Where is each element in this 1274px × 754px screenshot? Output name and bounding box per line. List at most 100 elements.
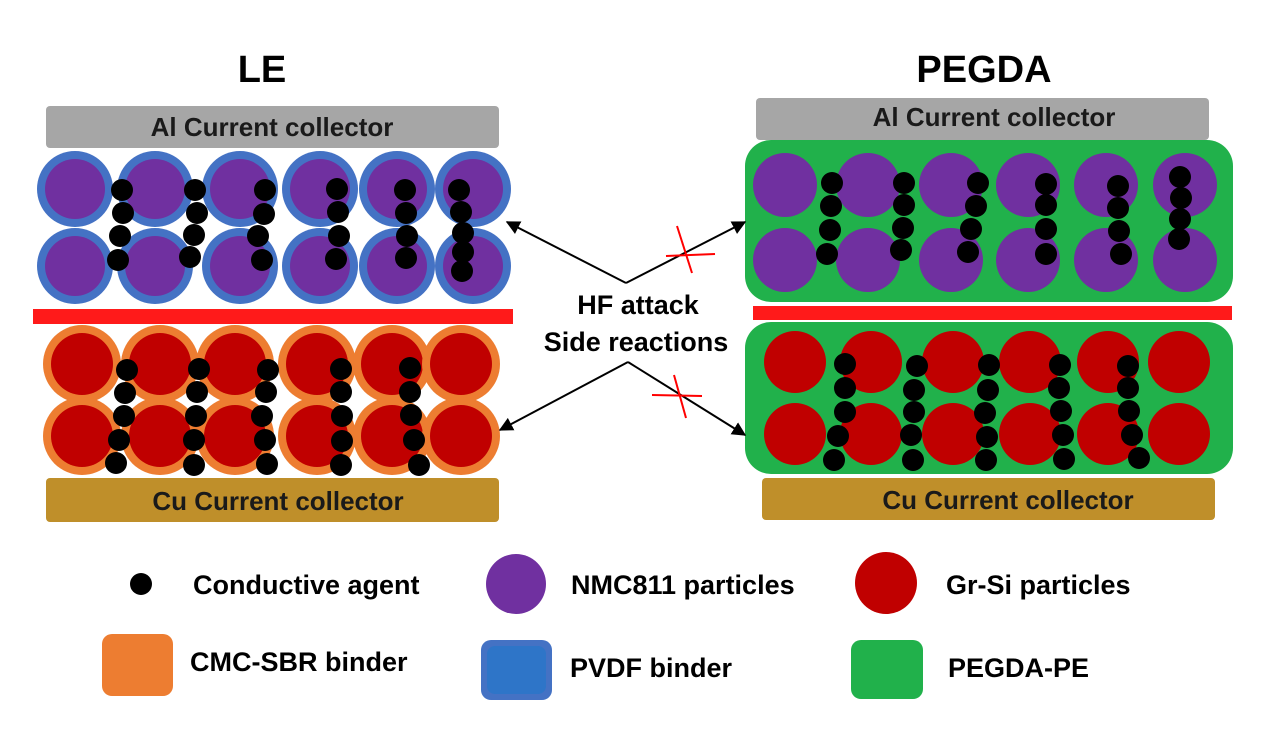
conductive-agent-dot	[975, 449, 997, 471]
legend-pvdf-icon-inner	[487, 646, 546, 694]
grsi-particle	[764, 331, 826, 393]
conductive-agent-dot	[892, 217, 914, 239]
conductive-agent-dot	[957, 241, 979, 263]
right-panel-title: PEGDA	[916, 49, 1051, 91]
conductive-agent-dot	[978, 354, 1000, 376]
conductive-agent-dot	[1035, 194, 1057, 216]
nmc811-particle	[443, 236, 503, 296]
arrow-to-left-cathode	[505, 221, 627, 284]
conductive-agent-dot	[328, 225, 350, 247]
conductive-agent-dot	[974, 402, 996, 424]
conductive-agent-dot	[394, 179, 416, 201]
grsi-particle	[840, 403, 902, 465]
grsi-particle	[51, 405, 113, 467]
nmc811-particle	[125, 236, 185, 296]
conductive-agent-dot	[893, 172, 915, 194]
legend-nmc811-icon	[486, 554, 546, 614]
conductive-agent-dot	[183, 224, 205, 246]
nmc811-particle	[367, 236, 427, 296]
conductive-agent-dot	[967, 172, 989, 194]
right-cu-collector	[762, 478, 1215, 520]
right-panel: PEGDA Al Current collector Cu Current co…	[745, 49, 1233, 520]
left-cathode-layer	[37, 151, 511, 304]
conductive-agent-dot	[403, 429, 425, 451]
arrow-to-left-anode	[498, 361, 629, 431]
conductive-agent-dot	[183, 429, 205, 451]
left-al-collector-label: Al Current collector	[151, 112, 394, 142]
grsi-particle	[286, 333, 348, 395]
conductive-agent-dot	[257, 359, 279, 381]
conductive-agent-dot	[1053, 448, 1075, 470]
grsi-particle	[1148, 403, 1210, 465]
conductive-agent-dot	[1117, 377, 1139, 399]
grsi-particle	[764, 403, 826, 465]
hf-attack-label: HF attack	[577, 290, 700, 320]
conductive-agent-dot	[1169, 208, 1191, 230]
left-panel: LE Al Current collector Cu Current colle…	[33, 49, 513, 522]
grsi-particle	[129, 405, 191, 467]
legend-conductive-agent-icon	[130, 573, 152, 595]
conductive-agent-dot	[331, 405, 353, 427]
right-separator	[753, 306, 1232, 320]
conductive-agent-dot	[113, 405, 135, 427]
conductive-agent-dot	[452, 241, 474, 263]
nmc811-particle	[836, 228, 900, 292]
conductive-agent-dot	[1048, 377, 1070, 399]
conductive-agent-dot	[408, 454, 430, 476]
left-cu-collector-label: Cu Current collector	[152, 486, 403, 516]
conductive-agent-dot	[1035, 173, 1057, 195]
legend-pvdf-label: PVDF binder	[570, 653, 733, 683]
grsi-particle	[1148, 331, 1210, 393]
conductive-agent-dot	[185, 405, 207, 427]
right-anode-layer	[764, 331, 1210, 471]
legend-nmc811-label: NMC811 particles	[571, 570, 795, 600]
conductive-agent-dot	[395, 247, 417, 269]
conductive-agent-dot	[109, 225, 131, 247]
conductive-agent-dot	[179, 246, 201, 268]
conductive-agent-dot	[183, 454, 205, 476]
nmc811-particle	[45, 159, 105, 219]
nmc811-particle	[836, 153, 900, 217]
arrow-to-right-anode	[627, 361, 747, 436]
conductive-agent-dot	[1049, 354, 1071, 376]
conductive-agent-dot	[188, 358, 210, 380]
legend-grsi-label: Gr-Si particles	[946, 570, 1131, 600]
conductive-agent-dot	[256, 453, 278, 475]
grsi-particle	[361, 333, 423, 395]
conductive-agent-dot	[448, 179, 470, 201]
conductive-agent-dot	[184, 179, 206, 201]
conductive-agent-dot	[326, 178, 348, 200]
hf-attack-arrows: HF attack Side reactions	[498, 221, 747, 436]
conductive-agent-dot	[1121, 424, 1143, 446]
conductive-agent-dot	[960, 218, 982, 240]
conductive-agent-dot	[452, 222, 474, 244]
left-al-collector	[46, 106, 499, 148]
side-reactions-label: Side reactions	[544, 327, 729, 357]
nmc811-particle	[210, 159, 270, 219]
conductive-agent-dot	[330, 381, 352, 403]
conductive-agent-dot	[112, 202, 134, 224]
conductive-agent-dot	[1170, 187, 1192, 209]
conductive-agent-dot	[902, 449, 924, 471]
conductive-agent-dot	[903, 379, 925, 401]
legend-pegda-pe-label: PEGDA-PE	[948, 653, 1089, 683]
conductive-agent-dot	[1052, 424, 1074, 446]
conductive-agent-dot	[906, 355, 928, 377]
grsi-particle	[922, 403, 984, 465]
conductive-agent-dot	[186, 202, 208, 224]
grsi-particle	[840, 331, 902, 393]
conductive-agent-dot	[890, 239, 912, 261]
conductive-agent-dot	[399, 357, 421, 379]
conductive-agent-dot	[327, 201, 349, 223]
grsi-particle	[129, 333, 191, 395]
nmc811-particle	[1153, 228, 1217, 292]
nmc811-particle	[753, 228, 817, 292]
right-cu-collector-label: Cu Current collector	[882, 485, 1133, 515]
conductive-agent-dot	[1107, 175, 1129, 197]
conductive-agent-dot	[251, 405, 273, 427]
conductive-agent-dot	[400, 404, 422, 426]
conductive-agent-dot	[1168, 228, 1190, 250]
grsi-particle	[204, 405, 266, 467]
conductive-agent-dot	[111, 179, 133, 201]
conductive-agent-dot	[1108, 220, 1130, 242]
